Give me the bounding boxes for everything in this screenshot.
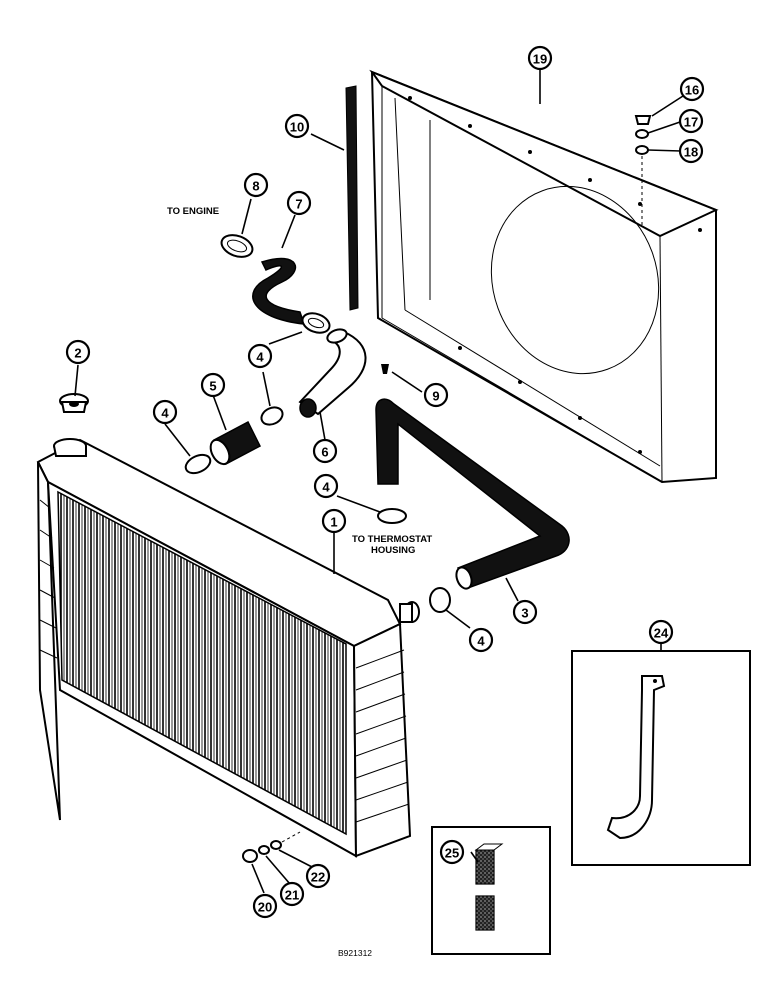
- callout-19: 19: [527, 45, 553, 71]
- fan-shroud: [369, 69, 719, 484]
- callout-5: 5: [200, 372, 226, 398]
- hose-clamp-4c: [260, 406, 284, 426]
- callouts: 1 2 3 4 4 4 4 4 5 6 7 8 9 10 16 17 18 19…: [65, 45, 705, 919]
- note-to-thermostat-line2: HOUSING: [371, 545, 415, 556]
- callout-8: 8: [243, 172, 269, 198]
- radiator-cap: [59, 393, 89, 413]
- svg-text:25: 25: [445, 846, 459, 861]
- bolt-20: [242, 849, 258, 863]
- drain-fitting: [381, 364, 389, 374]
- callout-3: 3: [512, 599, 538, 625]
- elbow-hose: [298, 328, 367, 418]
- callout-17: 17: [678, 108, 704, 134]
- svg-text:18: 18: [684, 145, 698, 160]
- hose-clamp-4b: [184, 453, 212, 475]
- callout-7: 7: [286, 190, 312, 216]
- straight-hose: [209, 420, 261, 466]
- callout-2: 2: [65, 339, 91, 365]
- callout-18: 18: [678, 138, 704, 164]
- svg-text:22: 22: [311, 870, 325, 885]
- lockwasher-17: [635, 129, 649, 139]
- bolt-16: [634, 115, 652, 125]
- radiator: [36, 438, 420, 858]
- callout-16: 16: [679, 76, 705, 102]
- lower-hose-l-shaped: [375, 398, 570, 590]
- svg-text:21: 21: [285, 888, 299, 903]
- note-to-engine: TO ENGINE: [167, 206, 219, 217]
- callout-6: 6: [312, 438, 338, 464]
- callout-24: 24: [648, 619, 674, 645]
- lockwasher-21: [258, 845, 270, 855]
- callout-22: 22: [305, 863, 331, 889]
- callout-4-outlet: 4: [468, 627, 494, 653]
- svg-text:7: 7: [295, 197, 302, 212]
- callout-10: 10: [284, 113, 310, 139]
- callout-9: 9: [423, 382, 449, 408]
- svg-text:1: 1: [330, 515, 337, 530]
- svg-text:5: 5: [209, 379, 216, 394]
- svg-text:24: 24: [654, 626, 669, 641]
- svg-text:4: 4: [477, 634, 485, 649]
- callout-25: 25: [439, 839, 465, 865]
- upper-hose-s-shaped: [252, 257, 306, 325]
- note-to-thermostat-line1: TO THERMOSTAT: [352, 534, 432, 545]
- svg-text:8: 8: [252, 179, 259, 194]
- svg-text:6: 6: [321, 445, 328, 460]
- leader-lines: [74, 70, 684, 894]
- hose-clamp-8: [220, 234, 254, 258]
- hose-clamp-4e: [429, 587, 451, 613]
- svg-text:2: 2: [74, 346, 81, 361]
- svg-text:20: 20: [258, 900, 272, 915]
- seal-strip: [345, 85, 359, 311]
- inset-bracket-box: [571, 650, 751, 866]
- callout-20: 20: [252, 893, 278, 919]
- hose-clamp-4a: [301, 312, 331, 334]
- svg-text:4: 4: [256, 350, 264, 365]
- svg-text:4: 4: [322, 480, 330, 495]
- washer-22: [270, 831, 301, 850]
- svg-text:16: 16: [685, 83, 699, 98]
- svg-text:19: 19: [533, 52, 547, 67]
- callout-4-left: 4: [152, 399, 178, 425]
- svg-text:9: 9: [432, 389, 439, 404]
- callout-1: 1: [321, 508, 347, 534]
- hose-clamp-4d: [377, 508, 407, 524]
- callout-4-thermostat: 4: [313, 473, 339, 499]
- callout-21: 21: [279, 881, 305, 907]
- svg-text:4: 4: [161, 406, 169, 421]
- svg-text:17: 17: [684, 115, 698, 130]
- svg-text:3: 3: [521, 606, 528, 621]
- figure-reference-number: B921312: [338, 948, 372, 958]
- svg-text:10: 10: [290, 120, 304, 135]
- callout-4-upper: 4: [247, 343, 273, 369]
